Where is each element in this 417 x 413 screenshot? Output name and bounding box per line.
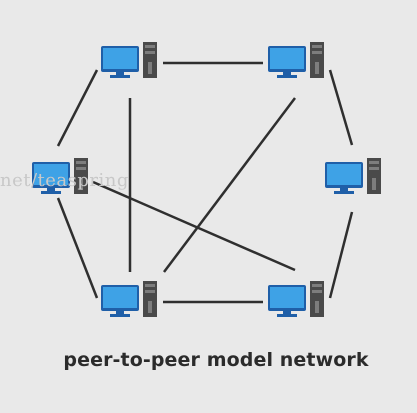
computer-bottom-left bbox=[100, 281, 160, 321]
desktop-computer-icon bbox=[268, 281, 324, 317]
link-top-right-to-bottom-left bbox=[163, 97, 296, 273]
link-top-left-to-left bbox=[56, 69, 99, 147]
computer-top-left bbox=[100, 42, 160, 82]
desktop-computer-icon bbox=[268, 42, 324, 78]
watermark-text: net/teaspring bbox=[0, 170, 129, 191]
link-left-to-bottom-right bbox=[92, 180, 296, 272]
link-top-right-to-right bbox=[328, 69, 354, 146]
link-left-to-bottom-left bbox=[56, 197, 99, 299]
computer-top-right bbox=[267, 42, 327, 82]
desktop-computer-icon bbox=[101, 42, 157, 78]
desktop-computer-icon bbox=[101, 281, 157, 317]
link-right-to-bottom-right bbox=[328, 211, 354, 299]
computer-bottom-right bbox=[267, 281, 327, 321]
desktop-computer-icon bbox=[32, 158, 88, 194]
desktop-computer-icon bbox=[325, 158, 381, 194]
computer-left bbox=[31, 158, 91, 198]
diagram-caption: peer-to-peer model network bbox=[63, 349, 369, 371]
computer-right bbox=[324, 158, 384, 198]
